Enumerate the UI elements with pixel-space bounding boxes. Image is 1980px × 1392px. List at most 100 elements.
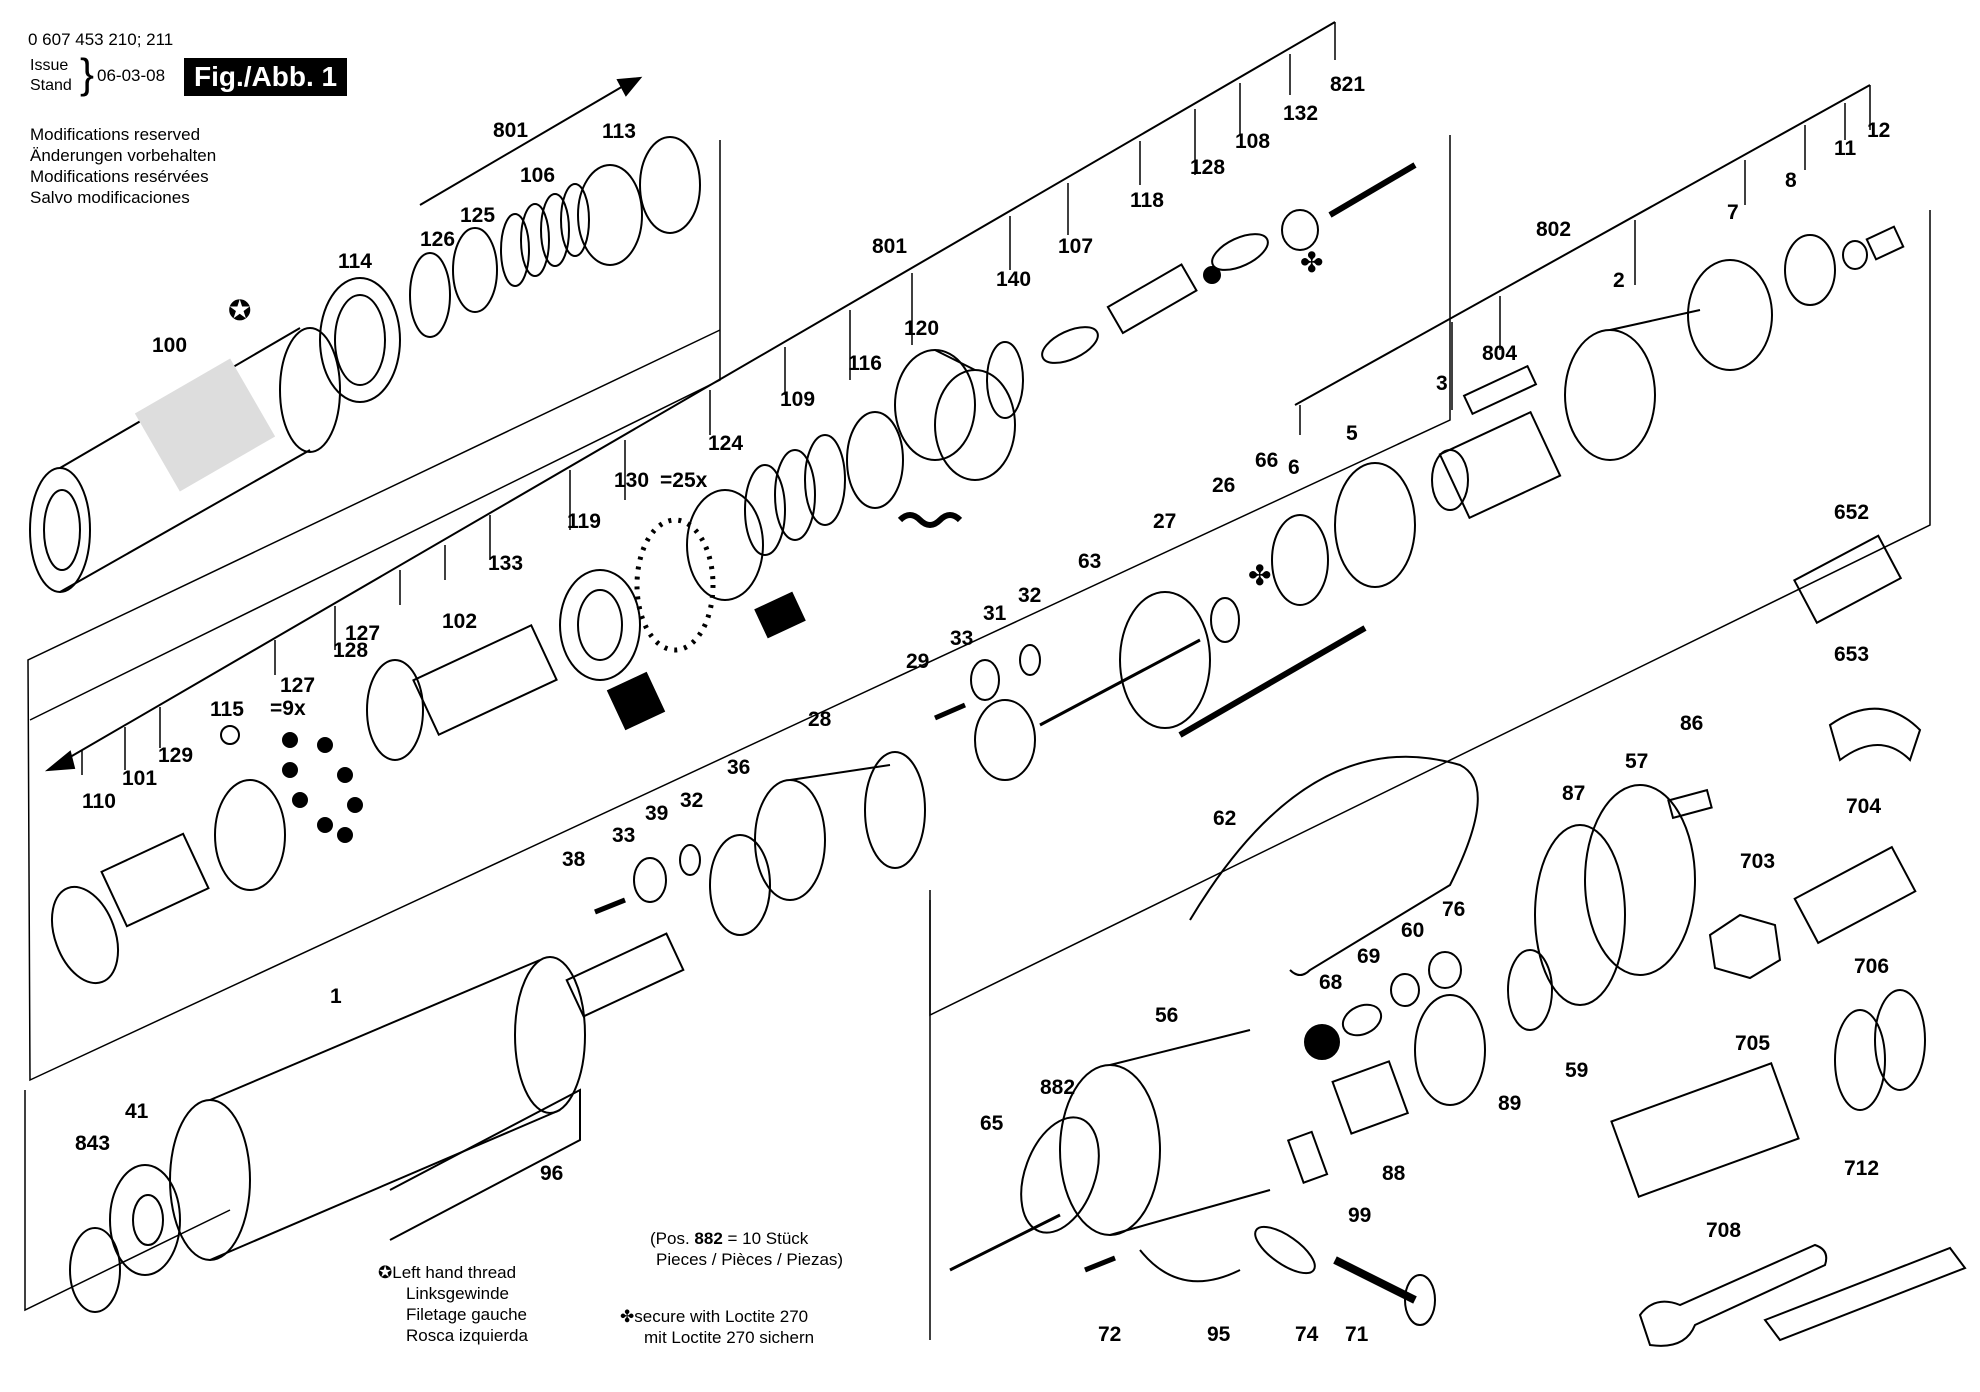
circlip-843 (69, 1227, 121, 1313)
nut-113 (577, 164, 643, 266)
part-number-label: 133 (488, 552, 523, 575)
issue-label: Issue (30, 57, 69, 74)
axis-main (64, 21, 1336, 761)
housing-1-edge (209, 1109, 561, 1261)
ball-68 (1304, 1024, 1340, 1060)
plate-99 (1286, 1130, 1329, 1184)
housing-1-edge (209, 959, 541, 1101)
part-number-label: 140 (996, 268, 1031, 291)
part-number-label: 65 (980, 1112, 1004, 1135)
endplate-5 (1334, 462, 1416, 588)
filter-60 (1390, 973, 1420, 1007)
part-number-label: 708 (1706, 1219, 1741, 1242)
part-number-label: 69 (1357, 945, 1380, 968)
part-number-label: 38 (562, 848, 586, 871)
shaft-63 (1039, 638, 1201, 727)
part-number-label: 33 (612, 824, 635, 847)
part-number-label: 96 (540, 1162, 563, 1185)
part-number-label: 95 (1207, 1323, 1231, 1346)
gear-39 (633, 857, 667, 903)
part-number-label: 128 (1190, 156, 1225, 179)
nipple-704 (1793, 845, 1917, 945)
housing-120-edge (934, 349, 976, 371)
part-number-label: 128 (333, 639, 368, 662)
loctite-line: ✤secure with Loctite 270 (620, 1306, 814, 1327)
part-number-label: 7 (1727, 201, 1739, 224)
part-gears (565, 644, 1041, 1018)
spring-106-c (540, 193, 570, 267)
part-number-label: 36 (727, 756, 750, 779)
spring-106-d (560, 183, 590, 257)
part-number-label: 712 (1844, 1157, 1879, 1180)
ring-114-inner (334, 294, 386, 386)
ringgear-28 (754, 779, 826, 901)
part-number-label: 56 (1155, 1004, 1178, 1027)
left-hand-thread-note: ✪Left hand thread Linksgewinde Filetage … (378, 1262, 528, 1346)
wrench-708 (1638, 1243, 1828, 1347)
part-number-label: 127 (280, 674, 315, 697)
spindle-38 (565, 932, 685, 1018)
spring-107 (1041, 326, 1099, 364)
gasket-87 (1534, 824, 1626, 1006)
loctite-icon: ✤ (1300, 247, 1323, 278)
key-712 (1763, 1246, 1967, 1342)
spring-106-b (520, 203, 550, 277)
stand-label: Stand (30, 77, 72, 94)
spindle-101 (100, 832, 210, 928)
part-number-label: 114 (338, 250, 372, 273)
part-number-label: 127 (345, 622, 380, 645)
figure-badge: Fig./Abb. 1 (184, 58, 348, 96)
note-text: Filetage gauche (406, 1305, 527, 1324)
ball (337, 767, 353, 783)
shim-block-2 (754, 591, 806, 639)
part-number-label: 108 (1235, 130, 1270, 153)
cylinder-2-edge (1609, 309, 1701, 331)
part-number-label: 120 (904, 317, 939, 340)
ring-119 (559, 569, 641, 681)
carrier-29 (974, 699, 1036, 781)
part-number-label: 63 (1078, 550, 1101, 573)
ring-110 (51, 885, 119, 985)
part-number-label: 11 (1834, 137, 1857, 160)
pin-821 (1328, 162, 1417, 218)
bearing-41-inner (132, 1194, 164, 1246)
note-text: (Pos. (650, 1229, 695, 1248)
axis-arrowhead-up (616, 76, 643, 97)
panel-bottom-left (24, 1090, 231, 1312)
part-number-label: 801 (872, 235, 907, 258)
panel-middle (27, 135, 1451, 1082)
part-number-label: 6 (1288, 456, 1300, 479)
grip-rear (279, 327, 341, 453)
note-text: Rosca izquierda (406, 1326, 528, 1345)
part-number-label: 132 (1283, 102, 1318, 125)
part-number-label: 5 (1346, 422, 1358, 445)
panel-outlines (24, 135, 1931, 1340)
pin-65 (949, 1213, 1061, 1272)
mod-line: Salvo modificaciones (30, 188, 190, 207)
pos-line-2: Pieces / Pièces / Piezas) (656, 1250, 844, 1269)
part-number-label: 113 (602, 120, 636, 143)
part-number-label: 60 (1401, 919, 1424, 942)
plug-132 (1281, 209, 1319, 251)
star-icon: ✪ (228, 295, 251, 326)
endplate-7 (1687, 259, 1773, 371)
note-text: mit Loctite 270 sichern (644, 1328, 815, 1347)
part-number-label: 125 (460, 204, 495, 227)
position-count-note: (Pos. 882 = 10 Stück Pieces / Pièces / P… (650, 1228, 843, 1270)
part-number-label: 706 (1854, 955, 1889, 978)
part-number-label: =25x (660, 469, 708, 492)
ringgear-28-edge (789, 764, 891, 781)
ring-116 (846, 411, 904, 509)
loctite-note: ✤secure with Loctite 270 mit Loctite 270… (620, 1306, 814, 1348)
part-valve-housing (949, 949, 1553, 1326)
part-number-label: 882 (1040, 1076, 1075, 1099)
part-number-label: 801 (493, 119, 528, 142)
note-text: secure with Loctite 270 (634, 1307, 809, 1326)
part-number-label: 115 (210, 698, 244, 721)
part-valve (1041, 162, 1417, 364)
bearing-36 (709, 834, 771, 936)
balls-130 (634, 517, 716, 653)
part-number-label: 1 (330, 985, 342, 1008)
screw-12 (1865, 225, 1905, 261)
